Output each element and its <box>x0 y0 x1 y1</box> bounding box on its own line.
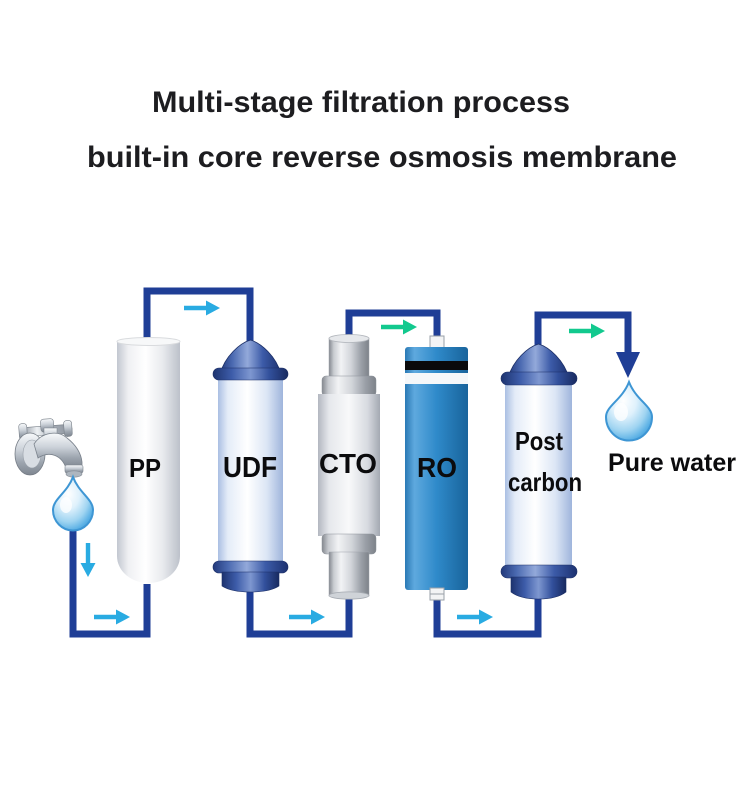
pipe-cto-to-ro <box>345 309 441 342</box>
filter-cto-top-flange <box>321 375 377 397</box>
filter-post-carbon-top-rim <box>500 371 578 386</box>
faucet-handle-knob-right <box>63 420 73 437</box>
flow-arrows <box>80 300 605 625</box>
feed-water-drop <box>51 474 95 532</box>
filter-label-carbon: carbon <box>508 467 582 497</box>
filter-post-carbon-bottom-rim <box>500 564 578 579</box>
pure-water-label: Pure water <box>608 449 736 477</box>
filter-ro-body <box>405 347 468 590</box>
filter-post-carbon-bottom-cap <box>510 576 567 600</box>
pipe-post-to-outlet <box>534 311 632 356</box>
faucet-spout <box>33 432 83 469</box>
filter-udf-top-cap <box>219 339 282 375</box>
filter-udf-bottom-rim <box>212 560 289 574</box>
filter-cto-bottom-flange <box>321 533 377 555</box>
drop-highlight <box>60 497 72 513</box>
filter-udf-bottom-cap <box>221 571 280 593</box>
arrow-right-icon <box>381 319 417 335</box>
filter-label-post: Post <box>515 426 563 456</box>
filter-ro: RO <box>405 335 468 601</box>
arrow-right-icon <box>289 609 325 625</box>
arrow-right-icon <box>569 323 605 339</box>
outlet-arrow-down-icon <box>616 352 640 378</box>
filter-cto-bottom-neck <box>328 551 370 597</box>
filter-udf-body <box>218 376 283 566</box>
arrow-right-icon <box>184 300 220 316</box>
pure-water-drop <box>604 379 654 442</box>
filter-cto: CTO <box>318 334 380 600</box>
filter-cto-body <box>318 394 380 536</box>
filter-cto-bottom <box>328 591 370 600</box>
filter-post-carbon-top-cap <box>507 343 570 379</box>
pipe-pp-to-udf <box>143 287 254 346</box>
filter-pp-body <box>117 341 180 583</box>
filter-udf: UDF <box>212 339 289 593</box>
filter-udf-top-rim <box>212 367 289 381</box>
arrow-down-icon <box>80 543 96 577</box>
pure-water-drop-icon <box>604 379 654 442</box>
arrow-right-icon <box>457 609 493 625</box>
faucet-icon <box>14 418 84 478</box>
filter-cto-top <box>328 334 370 343</box>
filter-label-ro: RO <box>417 452 457 483</box>
pipe-network <box>69 287 640 638</box>
filter-post-carbon-body <box>505 380 572 570</box>
filter-ro-black-band <box>405 361 468 370</box>
filter-pp-top <box>116 337 181 346</box>
page-title-line1: Multi-stage filtration process <box>152 86 570 119</box>
filter-pp: PP <box>116 337 181 583</box>
page-title-line2: built-in core reverse osmosis membrane <box>87 141 677 174</box>
filter-ro-white-band <box>405 373 468 384</box>
water-drop-icon <box>51 474 95 532</box>
arrow-right-icon <box>94 609 130 625</box>
pipe-ro-to-post <box>433 594 542 638</box>
filter-post-carbon: Post carbon <box>500 343 582 600</box>
filter-label-udf: UDF <box>223 452 277 484</box>
pipe-faucet-to-pp <box>69 522 151 638</box>
filter-cto-top-neck <box>328 337 370 383</box>
faucet-spout-opening <box>65 470 83 478</box>
filter-label-pp: PP <box>129 453 161 483</box>
filter-label-cto: CTO <box>319 448 377 479</box>
pipe-udf-to-cto <box>246 588 353 638</box>
drop-highlight <box>614 403 628 421</box>
